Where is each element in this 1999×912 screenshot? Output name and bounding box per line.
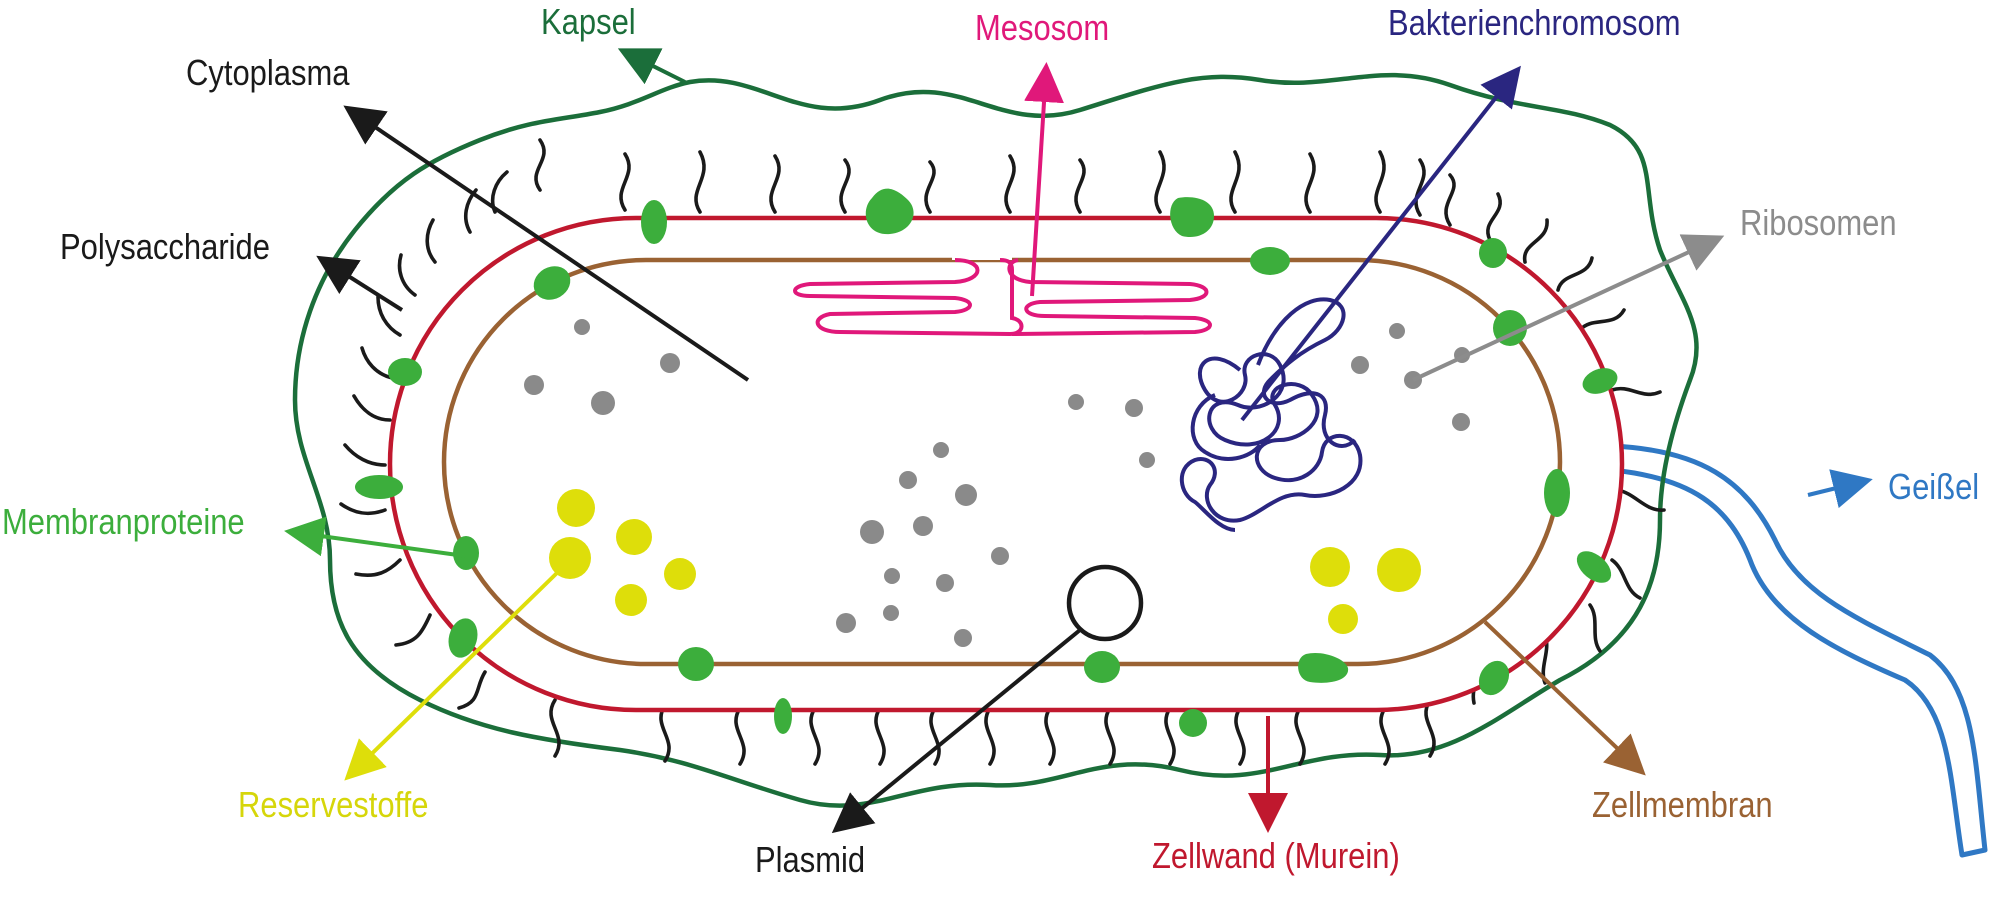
geissel-arrow bbox=[1807, 469, 1873, 509]
polysaccharide-arrow bbox=[316, 255, 404, 312]
cytoplasma-arrow bbox=[343, 105, 750, 382]
label-zellmembran: Zellmembran bbox=[1592, 784, 1773, 825]
reservestoffe-arrow bbox=[344, 568, 562, 781]
label-bakterienchromosom: Bakterienchromosom bbox=[1388, 2, 1681, 43]
mesosome bbox=[793, 244, 1212, 337]
label-mesosom: Mesosom bbox=[975, 7, 1110, 48]
label-plasmid: Plasmid bbox=[755, 839, 866, 880]
zellmembran-arrow bbox=[1483, 620, 1646, 776]
label-geissel: Geißel bbox=[1888, 466, 1980, 507]
membranproteine-arrow bbox=[284, 516, 466, 558]
polysaccharide-squiggles bbox=[339, 138, 1666, 766]
ribosomen-arrow bbox=[1412, 234, 1725, 382]
bakterienchromosom-arrow bbox=[1240, 65, 1521, 422]
label-ribosomen: Ribosomen bbox=[1740, 202, 1897, 243]
plasmid bbox=[1066, 564, 1144, 642]
bacterial-chromosome bbox=[1179, 297, 1363, 532]
flagellum bbox=[1611, 443, 1988, 858]
label-polysaccharide: Polysaccharide bbox=[60, 226, 270, 267]
cell-membrane bbox=[441, 257, 1563, 667]
label-zellwand: Zellwand (Murein) bbox=[1152, 835, 1400, 876]
capsule-outline bbox=[292, 72, 1699, 808]
kapsel-arrow bbox=[617, 48, 686, 85]
label-cytoplasma: Cytoplasma bbox=[186, 52, 350, 93]
ribosomes bbox=[524, 319, 1470, 647]
plasmid-arrow bbox=[831, 628, 1082, 834]
label-membranproteine: Membranproteine bbox=[2, 501, 245, 542]
mesosom-arrow bbox=[1024, 62, 1064, 297]
label-kapsel: Kapsel bbox=[541, 1, 636, 42]
label-reservestoffe: Reservestoffe bbox=[238, 784, 429, 825]
callouts bbox=[284, 48, 1873, 834]
reserve-substances bbox=[549, 489, 1421, 634]
